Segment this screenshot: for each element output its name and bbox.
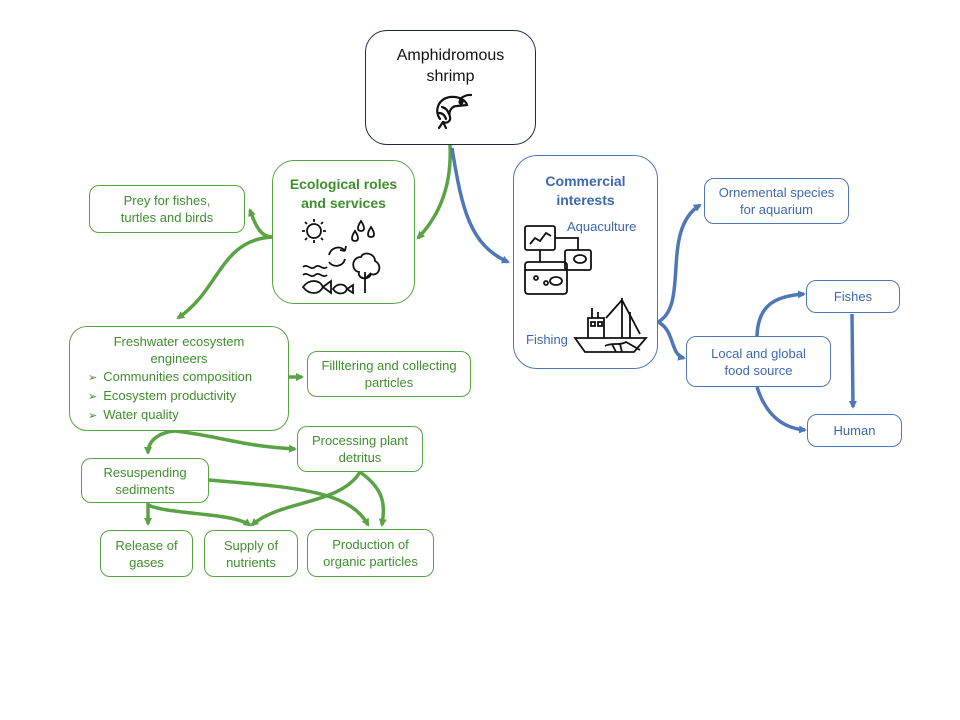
resuspending-line1: Resuspending bbox=[103, 464, 187, 480]
arrow-commercial-to-ornamental bbox=[657, 203, 702, 324]
filtering-line1: Fillltering and collecting bbox=[321, 358, 457, 373]
prey-line1: Prey for fishes, bbox=[123, 193, 211, 208]
supply-line2: nutrients bbox=[226, 554, 276, 570]
arrow-ecological-to-prey bbox=[248, 208, 273, 239]
aquaculture-label: Aquaculture bbox=[567, 219, 637, 234]
resuspending-node: Resuspending sediments bbox=[81, 458, 209, 503]
arrow-processing-to-supply bbox=[250, 471, 362, 527]
human-node: Human bbox=[807, 414, 902, 447]
release-line2: gases bbox=[129, 554, 164, 570]
arrow-engineers-to-resuspending bbox=[144, 429, 176, 455]
arrow-commercial-to-food bbox=[657, 320, 686, 361]
waves-fish-icon bbox=[301, 264, 354, 295]
supply-line1: Supply of bbox=[223, 537, 279, 553]
cycle-arrows-icon bbox=[327, 245, 347, 267]
ecosystem-icons-group bbox=[301, 219, 380, 295]
arrow-resuspending-to-supply bbox=[147, 503, 252, 527]
bullet-item: Communities composition bbox=[88, 368, 252, 387]
water-drops-icon bbox=[350, 219, 375, 242]
bullet-item: Water quality bbox=[88, 406, 252, 425]
release-node: Release of gases bbox=[100, 530, 193, 577]
supply-node: Supply of nutrients bbox=[204, 530, 298, 577]
ecosystem-engineers-node: Freshwater ecosystem engineers Communiti… bbox=[69, 326, 289, 431]
arrow-engineers-to-processing bbox=[174, 429, 297, 453]
root-title-line2: shrimp bbox=[426, 68, 475, 85]
arrow-food-to-human bbox=[755, 386, 807, 434]
arrow-food-to-fishes bbox=[755, 290, 806, 337]
commercial-title-line2: interests bbox=[556, 192, 615, 208]
arrow-fishes-to-human bbox=[848, 313, 857, 409]
release-line1: Release of bbox=[115, 537, 178, 553]
engineers-line1: Freshwater ecosystem bbox=[113, 333, 245, 349]
engineers-bullet-list: Communities composition Ecosystem produc… bbox=[88, 368, 252, 425]
fishing-label: Fishing bbox=[526, 332, 568, 347]
food-source-node: Local and global food source bbox=[686, 336, 831, 387]
human-label: Human bbox=[833, 423, 876, 438]
ecological-title-line2: and services bbox=[301, 195, 386, 211]
ornamental-node: Ornemental species for aquarium bbox=[704, 178, 849, 224]
engineers-line2: engineers bbox=[150, 350, 208, 366]
arrow-root-to-commercial bbox=[450, 147, 510, 264]
processing-line2: detritus bbox=[338, 450, 382, 465]
food-line2: food source bbox=[724, 362, 793, 378]
ecological-roles-node: Ecological roles and services bbox=[272, 160, 415, 304]
production-line1: Production of bbox=[332, 537, 409, 552]
filtering-line2: particles bbox=[364, 375, 414, 390]
arrow-processing-to-production bbox=[358, 470, 387, 527]
fishes-node: Fishes bbox=[806, 280, 900, 313]
ornamental-line1: Ornemental species bbox=[718, 185, 835, 200]
sun-icon bbox=[301, 219, 326, 243]
resuspending-line2: sediments bbox=[115, 481, 175, 497]
prey-node: Prey for fishes, turtles and birds bbox=[89, 185, 245, 233]
arrow-root-to-ecological bbox=[416, 144, 452, 240]
processing-line1: Processing plant bbox=[311, 433, 409, 448]
production-node: Production of organic particles bbox=[307, 529, 434, 577]
ecological-title-line1: Ecological roles bbox=[289, 176, 398, 192]
root-node: Amphidromous shrimp bbox=[365, 30, 536, 145]
filtering-node: Fillltering and collecting particles bbox=[307, 351, 471, 397]
food-line1: Local and global bbox=[711, 345, 806, 361]
shrimp-icon bbox=[435, 93, 472, 130]
processing-node: Processing plant detritus bbox=[297, 426, 423, 472]
arrow-resuspending-to-production bbox=[208, 478, 370, 527]
arrow-ecological-to-engineers bbox=[176, 235, 273, 320]
tree-icon bbox=[351, 252, 380, 293]
ornamental-line2: for aquarium bbox=[740, 202, 813, 217]
commercial-title-line1: Commercial bbox=[545, 173, 626, 189]
root-title-line1: Amphidromous bbox=[396, 47, 505, 64]
production-line2: organic particles bbox=[323, 554, 418, 569]
fishes-label: Fishes bbox=[833, 289, 873, 304]
bullet-item: Ecosystem productivity bbox=[88, 387, 252, 406]
prey-line2: turtles and birds bbox=[120, 210, 214, 225]
